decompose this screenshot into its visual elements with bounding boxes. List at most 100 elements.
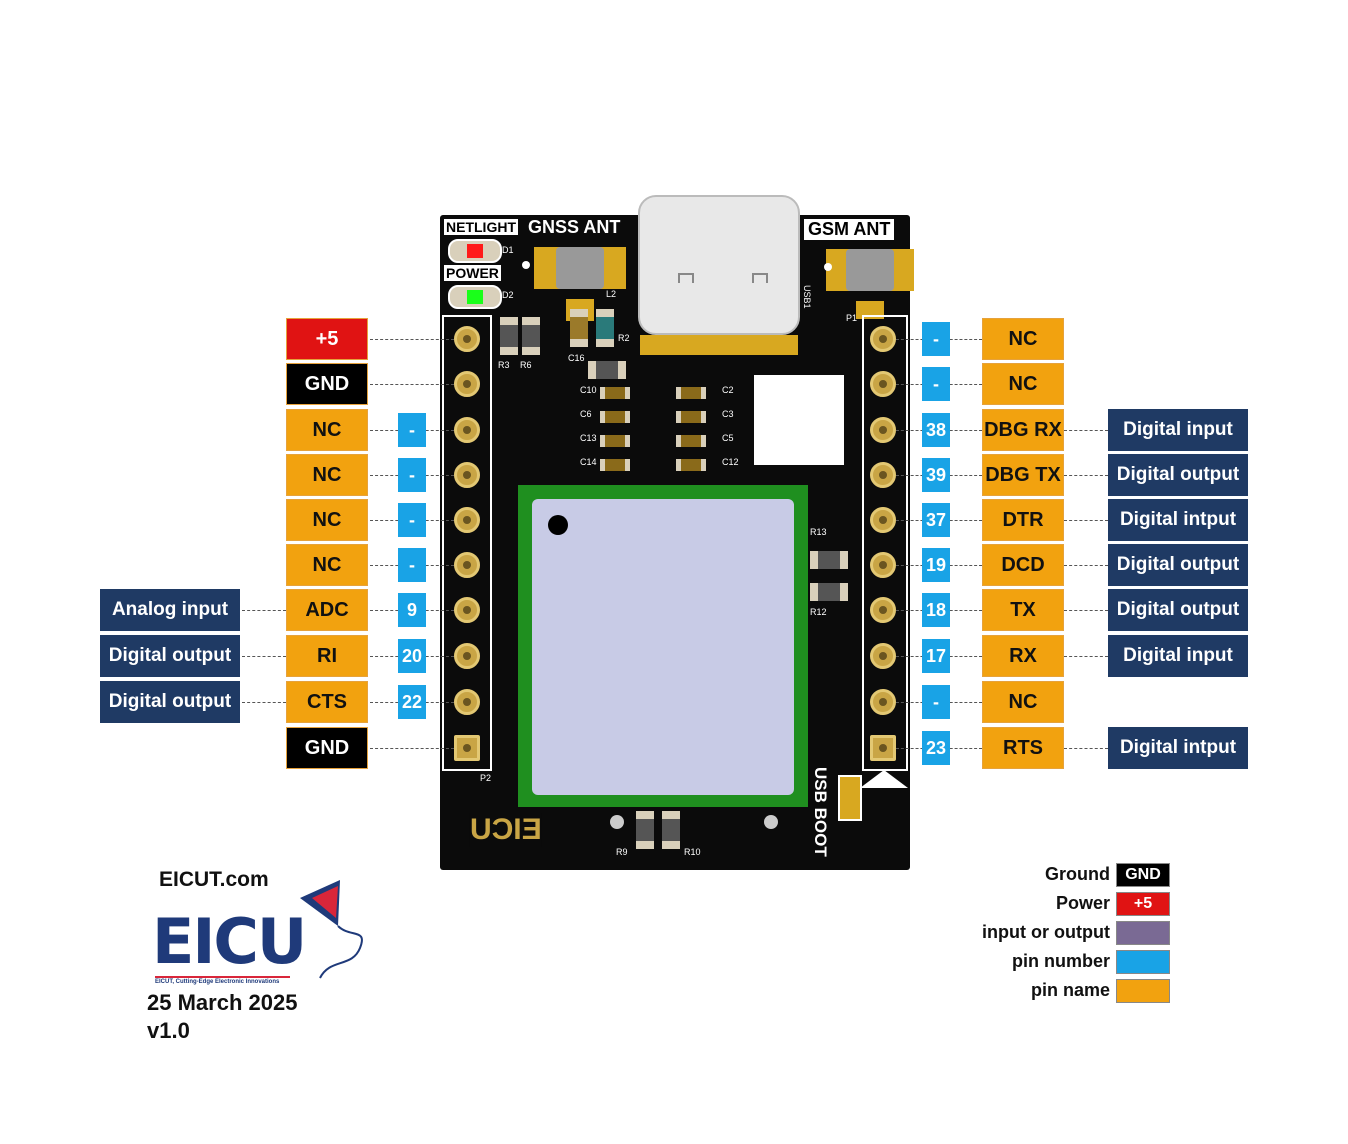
header-p2: [442, 315, 492, 771]
gsm-module-shield: [532, 499, 794, 795]
ref-c6: C6: [580, 409, 592, 419]
pcb-board: NETLIGHT D1 POWER D2 GNSS ANT L2 USB1 GS…: [440, 195, 914, 870]
ref-c16: C16: [568, 353, 585, 363]
pin-name-label: RTS: [982, 727, 1064, 769]
ref-c10: C10: [580, 385, 597, 395]
led-power: [448, 285, 502, 309]
led-netlight: [448, 239, 502, 263]
ref-c3: C3: [722, 409, 734, 419]
legend-swatch: [1116, 979, 1170, 1003]
gsm-module-frame: [518, 485, 808, 807]
pin-number-label: -: [398, 503, 426, 537]
header-pin-pad: [454, 552, 480, 578]
pin-number-label: 18: [922, 593, 950, 627]
ref-d1: D1: [502, 245, 514, 255]
pin-name-label: CTS: [286, 681, 368, 723]
legend-swatch: +5: [1116, 892, 1170, 916]
ref-r2: R2: [618, 333, 630, 343]
ref-r9: R9: [616, 847, 628, 857]
ref-l2: L2: [606, 289, 617, 299]
leader-line: [370, 748, 454, 749]
pin-number-label: 19: [922, 548, 950, 582]
pin-number-label: 9: [398, 593, 426, 627]
ref-r10: R10: [684, 847, 701, 857]
header-pin-pad: [454, 417, 480, 443]
pin-function-label: Digital input: [1108, 409, 1248, 451]
leader-line: [1064, 656, 1108, 657]
pin-name-label: DTR: [982, 499, 1064, 541]
pin-number-label: 37: [922, 503, 950, 537]
pin-function-label: Digital output: [1108, 544, 1248, 586]
pin-name-label: NC: [982, 681, 1064, 723]
leader-line: [1064, 475, 1108, 476]
blank-label-pad: [754, 375, 844, 465]
silk-gsm-ant: GSM ANT: [804, 219, 895, 240]
pin-number-label: 39: [922, 458, 950, 492]
logo-text: EICU: [152, 905, 307, 978]
header-pin-pad: [454, 507, 480, 533]
header-pin-pad: [454, 689, 480, 715]
ref-c14: C14: [580, 457, 597, 467]
gsm-antenna-connector: [826, 249, 914, 319]
header-pin-pad: [870, 643, 896, 669]
ref-c13: C13: [580, 433, 597, 443]
header-pin-pad: [870, 552, 896, 578]
pin-name-label: NC: [286, 454, 368, 496]
pin-name-label: +5: [286, 318, 368, 360]
pin1-marker-arrow: [860, 770, 908, 788]
header-pin-pad: [870, 597, 896, 623]
ref-r6: R6: [520, 360, 532, 370]
leader-line: [1064, 748, 1108, 749]
ref-c12: C12: [722, 457, 739, 467]
pin-name-label: NC: [982, 363, 1064, 405]
pin-number-label: -: [398, 548, 426, 582]
logo-tagline: EICUT, Cutting-Edge Electronic Innovatio…: [155, 979, 280, 985]
pin-number-label: 22: [398, 685, 426, 719]
pin-function-label: Digital intput: [1108, 499, 1248, 541]
header-pin-pad: [454, 462, 480, 488]
leader-line: [1064, 430, 1108, 431]
gnss-antenna-connector: [534, 247, 626, 321]
version: v1.0: [147, 1018, 190, 1043]
pin-name-label: NC: [286, 544, 368, 586]
header-pin-pad: [870, 735, 896, 761]
leader-line: [242, 702, 286, 703]
pin-function-label: Digital output: [1108, 589, 1248, 631]
pin-name-label: DBG RX: [982, 409, 1064, 451]
legend-label: input or output: [982, 922, 1110, 942]
pin-number-label: -: [398, 413, 426, 447]
pin-number-label: -: [922, 322, 950, 356]
pin-function-label: Digital output: [100, 635, 240, 677]
pin-function-label: Digital intput: [1108, 727, 1248, 769]
usb-boot-pad: [838, 775, 862, 821]
silk-logo: EICU: [470, 813, 542, 847]
pin-name-label: GND: [286, 727, 368, 769]
pin-number-label: 23: [922, 731, 950, 765]
header-pin-pad: [454, 371, 480, 397]
pin-number-label: -: [922, 685, 950, 719]
pin-function-label: Digital output: [100, 681, 240, 723]
pin-number-label: 38: [922, 413, 950, 447]
header-pin-pad: [454, 735, 480, 761]
legend-label: Ground: [1045, 864, 1110, 884]
site-url: EICUT.com: [159, 868, 269, 891]
pin-name-label: RI: [286, 635, 368, 677]
ref-c5: C5: [722, 433, 734, 443]
header-pin-pad: [870, 689, 896, 715]
pin-name-label: TX: [982, 589, 1064, 631]
header-pin-pad: [870, 462, 896, 488]
header-pin-pad: [870, 371, 896, 397]
pin-name-label: ADC: [286, 589, 368, 631]
pin-number-label: -: [922, 367, 950, 401]
leader-line: [242, 656, 286, 657]
ref-p1: P1: [846, 313, 858, 323]
leader-line: [370, 339, 454, 340]
pin-name-label: DBG TX: [982, 454, 1064, 496]
silk-usb-boot: USB BOOT: [810, 767, 830, 857]
header-pin-pad: [870, 326, 896, 352]
ref-r13: R13: [810, 527, 827, 537]
header-pin-pad: [454, 597, 480, 623]
header-pin-pad: [454, 643, 480, 669]
pin-name-label: NC: [286, 409, 368, 451]
pin-name-label: GND: [286, 363, 368, 405]
